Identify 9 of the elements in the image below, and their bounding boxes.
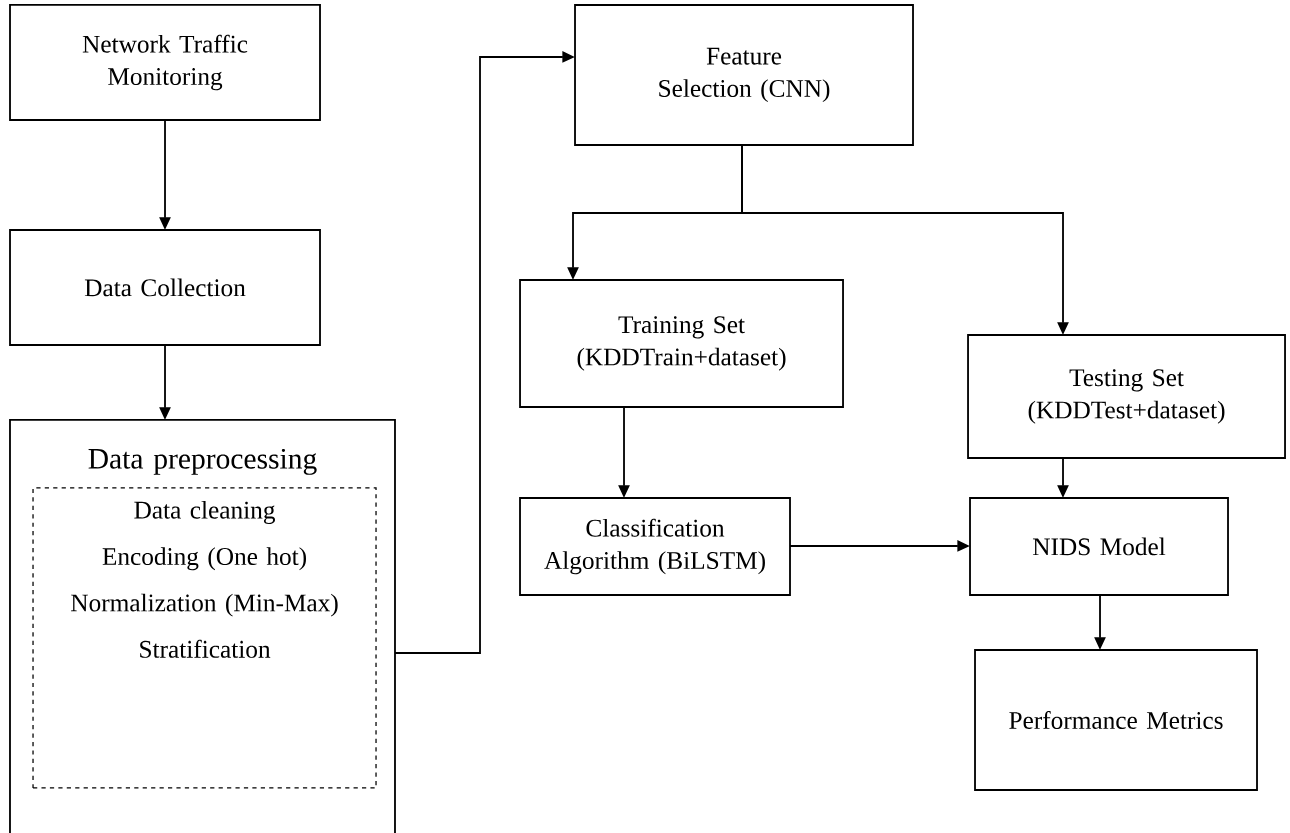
dashed-box: Data cleaning Encoding (One hot) Normalization (Min-Max) Stratification bbox=[32, 487, 377, 789]
process-box: Performance Metrics bbox=[974, 649, 1258, 791]
process-box: Classification Algorithm (BiLSTM) bbox=[519, 497, 791, 596]
process-box: Data Collection bbox=[9, 229, 321, 346]
process-box: Feature Selection (CNN) bbox=[574, 4, 914, 146]
process-box: Training Set (KDDTrain+dataset) bbox=[519, 279, 844, 408]
process-box: NIDS Model bbox=[969, 497, 1229, 596]
process-box: Network Traffic Monitoring bbox=[9, 4, 321, 121]
process-box: Testing Set (KDDTest+dataset) bbox=[967, 334, 1286, 459]
